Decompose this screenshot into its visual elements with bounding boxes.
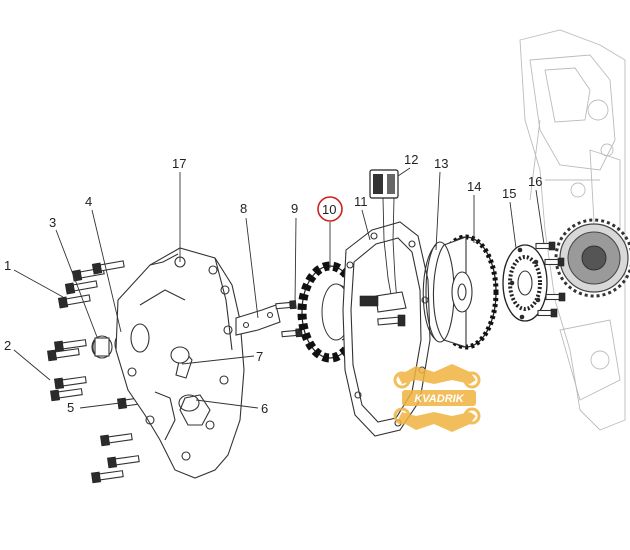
callout-5: 5 bbox=[67, 400, 74, 415]
leader-lines bbox=[13, 167, 545, 409]
bolts-set-1 bbox=[57, 260, 125, 309]
callout-6: 6 bbox=[261, 401, 268, 416]
seal-ring-part bbox=[178, 394, 200, 412]
highlight-circle bbox=[317, 196, 343, 222]
bolts-16 bbox=[535, 241, 566, 318]
callout-3: 3 bbox=[49, 215, 56, 230]
callout-11: 11 bbox=[354, 194, 368, 209]
flywheel-part bbox=[422, 234, 499, 350]
callout-13: 13 bbox=[434, 156, 448, 171]
screws-9 bbox=[275, 300, 303, 338]
watermark-text: KVADRIK bbox=[414, 393, 464, 405]
wire-harness bbox=[359, 169, 407, 313]
callout-7: 7 bbox=[256, 349, 263, 364]
callout-4: 4 bbox=[85, 194, 92, 209]
plug-part bbox=[91, 335, 113, 359]
callout-10: 10 bbox=[322, 202, 336, 217]
starter-gear bbox=[554, 218, 630, 298]
callout-9: 9 bbox=[291, 201, 298, 216]
callout-17: 17 bbox=[172, 156, 186, 171]
callout-14: 14 bbox=[467, 179, 481, 194]
callout-labels: 1 2 3 4 5 6 7 8 9 10 11 12 13 14 15 16 1… bbox=[4, 152, 542, 416]
callout-1: 1 bbox=[4, 258, 11, 273]
callout-8: 8 bbox=[240, 201, 247, 216]
side-cover bbox=[115, 247, 245, 479]
callout-16: 16 bbox=[528, 174, 542, 189]
callout-12: 12 bbox=[404, 152, 418, 167]
cover-bolt bbox=[377, 314, 406, 327]
callout-15: 15 bbox=[502, 186, 516, 201]
callout-2: 2 bbox=[4, 338, 11, 353]
bolts-set-2 bbox=[47, 339, 87, 402]
starter-clutch-part bbox=[502, 244, 548, 322]
bracket-part bbox=[235, 304, 281, 336]
kvadrik-watermark-logo: KVADRIK bbox=[393, 364, 481, 432]
